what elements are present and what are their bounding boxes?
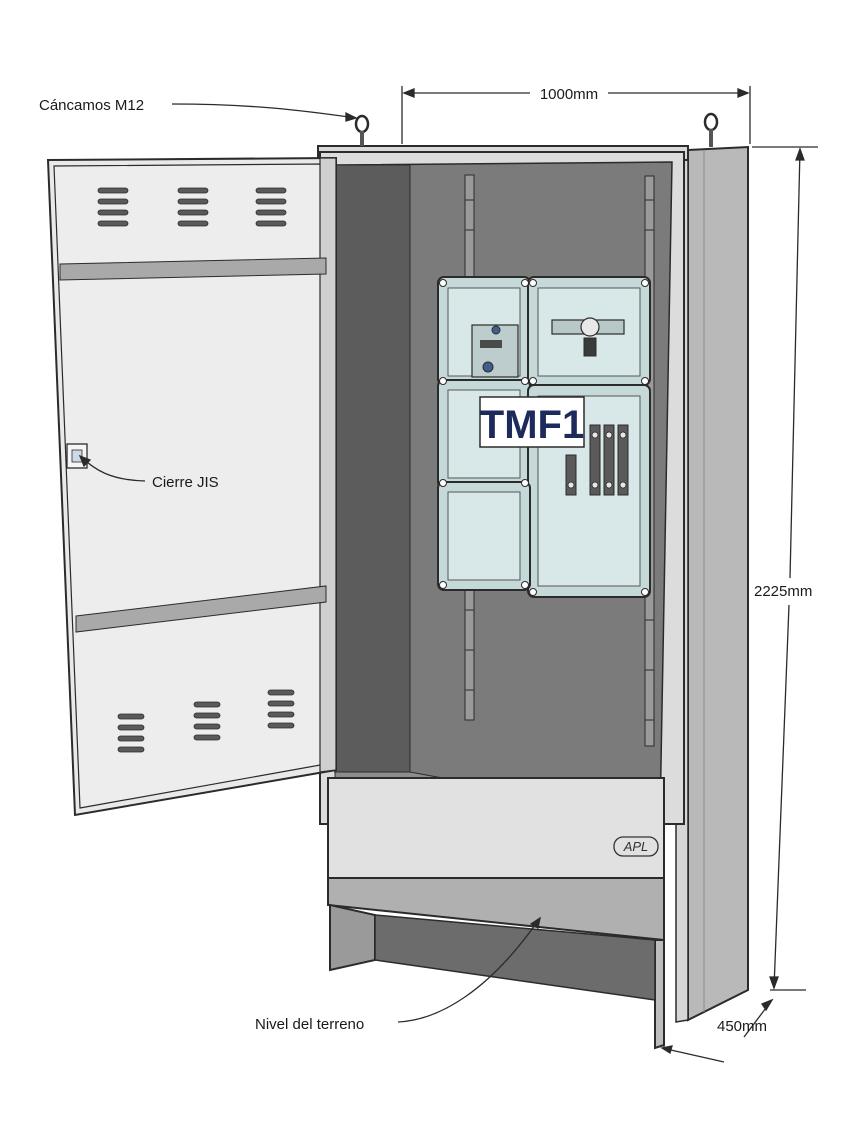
module-label-plate: TMF1 — [479, 396, 585, 448]
brand-logo-text: APL — [623, 839, 649, 854]
eyebolt-icon — [354, 114, 370, 146]
width-dimension-label: 1000mm — [540, 86, 598, 103]
ground-level-label: Nivel del terreno — [255, 1016, 364, 1033]
door-vents-bottom — [117, 689, 295, 753]
dimension-lines — [78, 86, 818, 1063]
enclosure-module-top-right — [527, 276, 651, 386]
lock-label: Cierre JIS — [152, 474, 219, 491]
eyebolt-label: Cáncamos M12 — [39, 97, 144, 114]
enclosure-module-top-left — [437, 276, 531, 386]
depth-dimension-label: 450mm — [717, 1018, 767, 1035]
cabinet-door — [46, 156, 337, 817]
door-vents-top — [97, 187, 287, 227]
module-label: TMF1 — [480, 403, 584, 447]
cabinet-plinth — [327, 777, 665, 1050]
cabinet-side-panel — [675, 145, 749, 1023]
enclosure-screws — [439, 279, 649, 596]
enclosure-module-bottom-left — [437, 481, 531, 591]
brand-logo: APL — [613, 836, 659, 857]
height-dimension-label: 2225mm — [754, 583, 812, 600]
eyebolt-icon — [703, 112, 719, 147]
